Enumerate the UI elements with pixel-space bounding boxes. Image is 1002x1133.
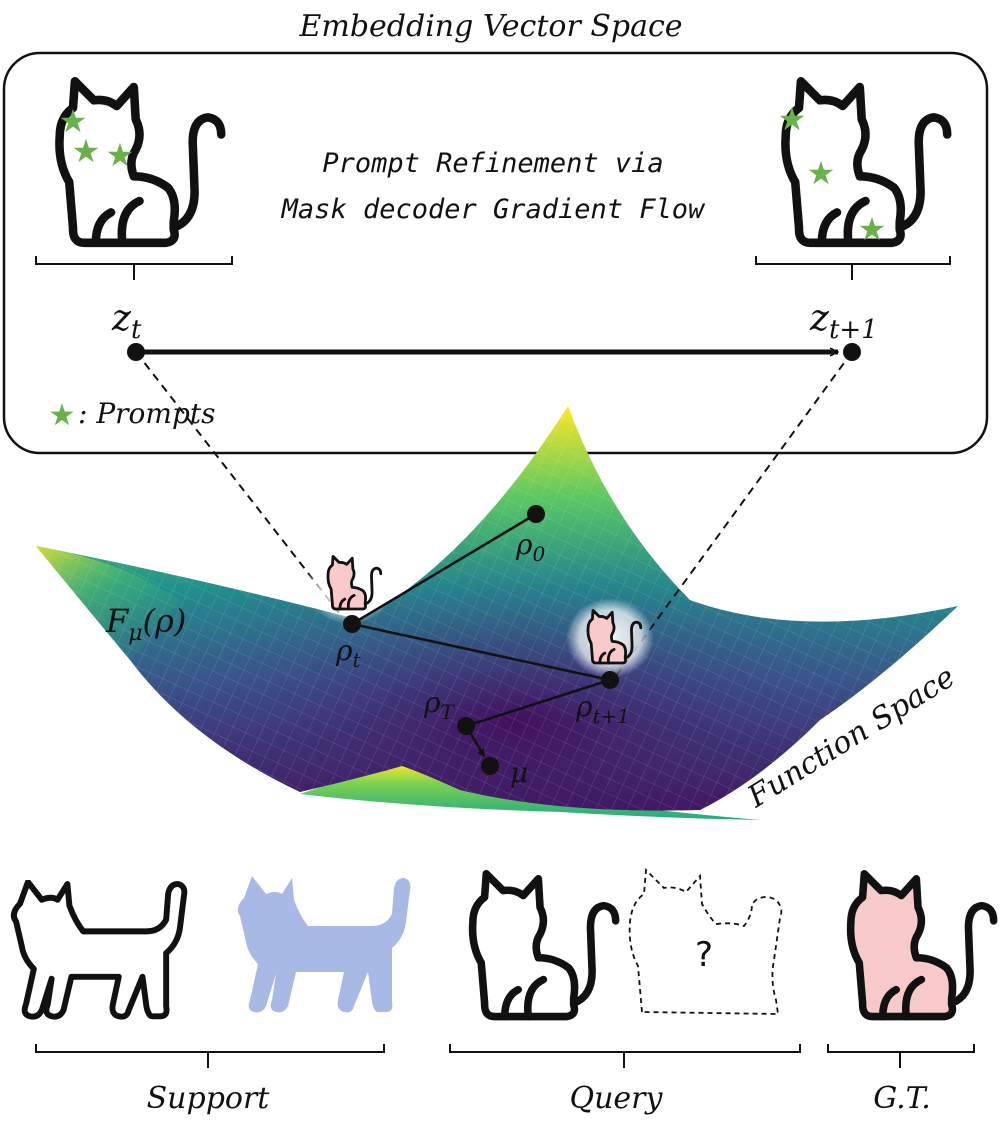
gt-label: G.T. xyxy=(873,1081,931,1116)
gt-mask xyxy=(851,874,994,1017)
mu-label: μ xyxy=(510,756,528,789)
cat-prompts-t: ★ ★ ★ xyxy=(59,81,222,243)
prompt-star-icon: ★ xyxy=(858,210,887,248)
prompt-star-icon: ★ xyxy=(59,102,88,140)
gradient-flow-path xyxy=(348,512,615,728)
embedding-space-panel xyxy=(2,51,989,455)
bracket-support xyxy=(35,1044,385,1068)
cat-prompts-t1: ★ ★ ★ xyxy=(778,81,948,248)
legend-label: : Prompts xyxy=(78,397,216,430)
rho-t-label: ρt xyxy=(335,634,361,672)
refinement-caption-line1: Prompt Refinement via xyxy=(322,148,663,179)
support-mask xyxy=(237,876,411,1013)
query-label: Query xyxy=(570,1081,664,1116)
prompt-star-icon: ★ xyxy=(72,132,101,170)
z-t-label: zt xyxy=(111,298,142,345)
bracket-query xyxy=(449,1044,801,1068)
rho-t1-label: ρt+1 xyxy=(575,690,630,728)
support-label: Support xyxy=(147,1081,271,1116)
rho-T-label: ρT xyxy=(423,686,455,724)
prompt-star-icon: ★ xyxy=(106,136,135,174)
function-surface xyxy=(36,406,958,820)
refinement-caption-line2: Mask decoder Gradient Flow xyxy=(281,194,706,225)
query-image xyxy=(473,874,616,1017)
bracket-z-t xyxy=(35,256,233,280)
rho-T-point xyxy=(457,717,475,735)
prompt-star-icon: ★ xyxy=(778,100,807,138)
query-unknown-mask: ? xyxy=(628,867,783,1015)
legend-star-icon: ★ xyxy=(49,398,76,433)
rho-0-point xyxy=(527,505,545,523)
rho-0-label: ρ0 xyxy=(515,528,545,566)
mu-point xyxy=(481,757,499,775)
support-image xyxy=(14,882,184,1017)
z-t1-label: zt+1 xyxy=(809,298,878,345)
bracket-z-t1 xyxy=(755,256,951,280)
rho-t-point xyxy=(343,615,361,633)
bracket-gt xyxy=(827,1044,975,1068)
projection-line-t1 xyxy=(615,351,853,677)
query-mark: ? xyxy=(695,935,713,975)
prompt-star-icon: ★ xyxy=(807,154,836,192)
header-title: Embedding Vector Space xyxy=(298,9,682,44)
rho-t1-point xyxy=(601,671,619,689)
objective-label: Fμ(ρ) xyxy=(105,602,186,646)
